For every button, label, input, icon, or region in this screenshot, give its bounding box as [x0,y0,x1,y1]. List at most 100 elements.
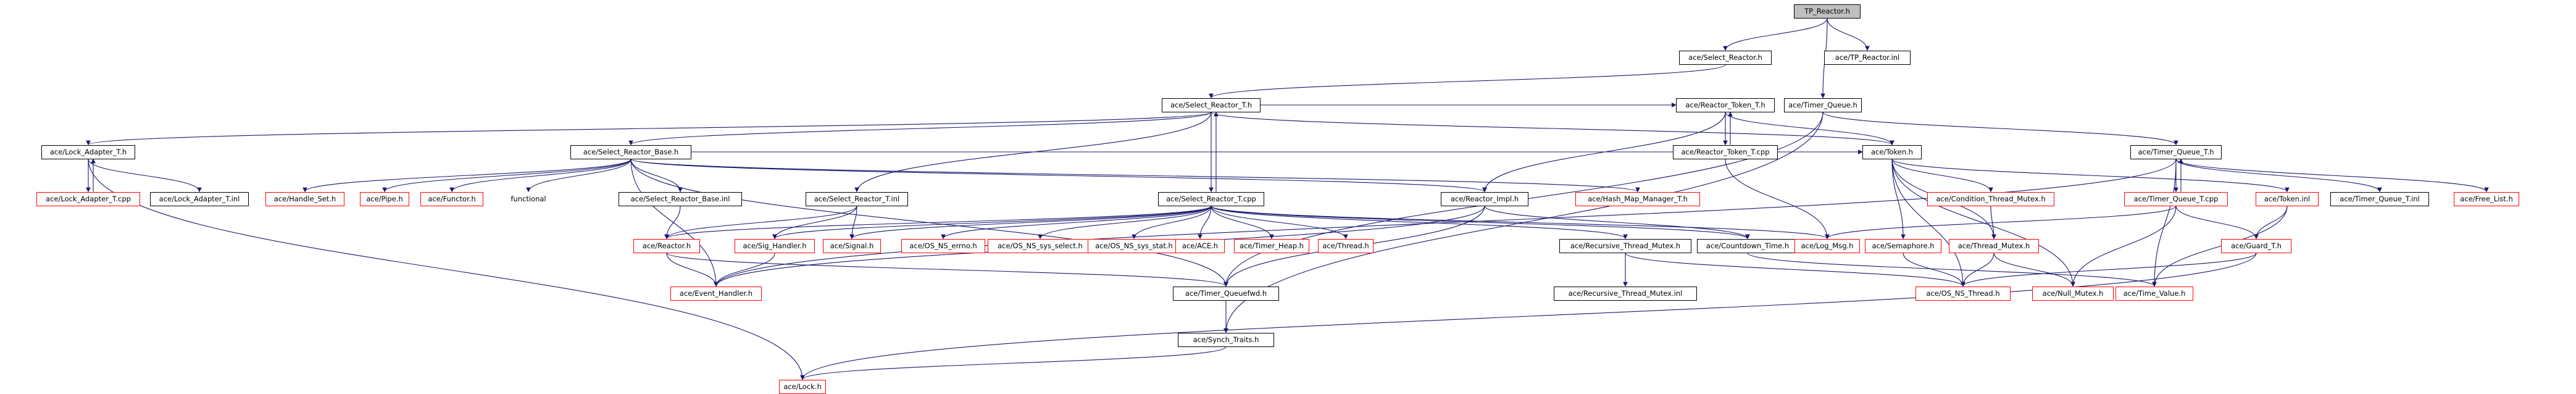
edge-reactor_h-to-timer_queuefwd_h [666,253,1228,287]
node-tp-reactor-inl[interactable]: ace/TP_Reactor.inl [1824,50,1911,65]
node-null-mutex-h[interactable]: ace/Null_Mutex.h [2032,286,2114,301]
edge-timer_queue_t_cpp-to-log_msg_h [1825,206,2177,240]
edge-select_reactor_t_cpp-to-ace_h [1198,206,1212,240]
node-thread-h[interactable]: ace/Thread.h [1318,238,1373,253]
node-os-ns-sys-select-h[interactable]: ace/OS_NS_sys_select.h [988,238,1093,253]
node-functional: functional [503,191,554,206]
node-lock-adapter-t-inl[interactable]: ace/Lock_Adapter_T.inl [150,191,249,206]
node-select-reactor-h[interactable]: ace/Select_Reactor.h [1679,50,1772,65]
node-guard-t-h[interactable]: ace/Guard_T.h [2221,238,2291,253]
edge-select_reactor_t_h-to-token_h [1211,112,1894,146]
edge-select_reactor_t_cpp-to-signal_h [849,206,1212,240]
node-recursive-thread-mutex-h[interactable]: ace/Recursive_Thread_Mutex.h [1559,238,1691,253]
node-pipe-h[interactable]: ace/Pipe.h [360,191,409,206]
node-signal-h[interactable]: ace/Signal.h [823,238,881,253]
edge-semaphore_h-to-os_ns_thread_h [1903,253,1965,287]
node-log-msg-h[interactable]: ace/Log_Msg.h [1794,238,1860,253]
node-tp-reactor-h: TP_Reactor.h [1794,4,1861,19]
edge-timer_queue_t_h-to-free_list_h [2175,159,2489,193]
node-select-reactor-base-h[interactable]: ace/Select_Reactor_Base.h [570,145,691,159]
edge-select_reactor_base_h-to-functional [526,159,631,193]
edge-select_reactor_t_cpp-to-os_ns_sys_stat_h [1132,206,1212,240]
edge-timer_queue_t_h-to-event_handler_h [714,159,2177,287]
node-countdown-time-h[interactable]: ace/Countdown_Time.h [1697,238,1798,253]
node-ace-h[interactable]: ace/ACE.h [1175,238,1225,253]
edge-timer_queue_t_h-to-timer_queue_t_inl [2175,159,2382,193]
node-timer-queue-t-cpp[interactable]: ace/Timer_Queue_T.cpp [2124,191,2228,206]
edge-select_reactor_t_cpp-to-sig_handler_h [772,206,1212,240]
node-reactor-token-t-cpp[interactable]: ace/Reactor_Token_T.cpp [1673,145,1778,159]
edge-token_inl-to-guard_t_h [2254,206,2288,240]
edge-select_reactor_t_cpp-to-os_ns_sys_select_h [1038,206,1212,240]
node-semaphore-h[interactable]: ace/Semaphore.h [1865,238,1941,253]
node-condition-thread-mutex-h[interactable]: ace/Condition_Thread_Mutex.h [1927,191,2054,206]
edge-thread_mutex_h-to-os_ns_thread_h [1961,253,1995,287]
edge-select_reactor_base_h-to-functor_h [449,159,631,193]
edge-timer_queue_t_cpp-to-guard_t_h [2175,206,2259,240]
node-synch-traits-h[interactable]: ace/Synch_Traits.h [1178,332,1274,347]
edge-select_reactor_t_h-to-select_reactor_base_h [628,112,1212,146]
node-select-reactor-t-inl[interactable]: ace/Select_Reactor_T.inl [806,191,908,206]
edge-token_inl-to-time_value_h [2152,206,2288,287]
edge-sig_handler_h-to-event_handler_h [714,253,775,287]
node-handle-set-h[interactable]: ace/Handle_Set.h [265,191,344,206]
edge-thread_mutex_h-to-null_mutex_h [1993,253,2075,287]
edge-reactor_impl_h-to-countdown_time_h [1484,206,1750,240]
node-hash-map-manager-t-h[interactable]: ace/Hash_Map_Manager_T.h [1575,191,1700,206]
edge-select_reactor_base_h-to-reactor_impl_h [630,159,1487,193]
edge-synch_traits_h-to-lock_h [800,346,1227,380]
node-timer-heap-h[interactable]: ace/Timer_Heap.h [1234,238,1309,253]
node-sig-handler-h[interactable]: ace/Sig_Handler.h [735,238,815,253]
edge-select_reactor_t_cpp-to-log_msg_h [1211,206,1830,240]
edge-token_h-to-null_mutex_h [1891,159,2075,287]
edge-timer_queue_h-to-timer_queue_t_h [1822,112,2178,146]
edge-select_reactor_base_h-to-pipe_h [382,159,631,193]
node-timer-queue-h[interactable]: ace/Timer_Queue.h [1784,98,1862,112]
node-timer-queuefwd-h[interactable]: ace/Timer_Queuefwd.h [1173,286,1279,301]
edge-select_reactor_t_cpp-to-recursive_thread_mutex_h [1211,206,1628,240]
node-thread-mutex-h[interactable]: ace/Thread_Mutex.h [1949,238,2039,253]
edge-token_h-to-semaphore_h [1891,159,1906,240]
node-token-inl[interactable]: ace/Token.inl [2256,191,2319,206]
node-select-reactor-base-inl[interactable]: ace/Select_Reactor_Base.inl [619,191,742,206]
edge-select_reactor_t_cpp-to-countdown_time_h [1211,206,1750,240]
edge-select_reactor_t_cpp-to-thread_h [1211,206,1348,240]
node-select-reactor-t-cpp[interactable]: ace/Select_Reactor_T.cpp [1158,191,1264,206]
edge-token_h-to-os_ns_thread_h [1891,159,1965,287]
edge-reactor_token_t_cpp-to-log_msg_h [1725,159,1830,240]
node-reactor-impl-h[interactable]: ace/Reactor_Impl.h [1441,191,1528,206]
edge-guard_t_h-to-os_ns_thread_h [1961,253,2257,287]
node-timer-queue-t-h[interactable]: ace/Timer_Queue_T.h [2130,145,2222,159]
node-os-ns-thread-h[interactable]: ace/OS_NS_Thread.h [1915,286,2011,301]
node-os-ns-errno-h[interactable]: ace/OS_NS_errno.h [901,238,985,253]
edge-select_reactor_t_cpp-to-reactor_h [664,206,1212,240]
node-reactor-token-t-h[interactable]: ace/Reactor_Token_T.h [1676,98,1775,112]
node-timer-queue-t-inl[interactable]: ace/Timer_Queue_T.inl [2330,191,2429,206]
edge-select_reactor_t_h-to-lock_adapter_t_h [86,112,1212,146]
node-select-reactor-t-h[interactable]: ace/Select_Reactor_T.h [1162,98,1261,112]
edge-reactor_token_t_h-to-token_h [1725,112,1894,146]
edge-tp_reactor_h-to-select_reactor_h [1723,18,1828,51]
node-time-value-h[interactable]: ace/Time_Value.h [2115,286,2193,301]
node-reactor-h[interactable]: ace/Reactor.h [633,238,700,253]
edge-select_reactor_t_inl-to-reactor_h [664,206,857,240]
node-functor-h[interactable]: ace/Functor.h [420,191,483,206]
node-recursive-thread-mutex-inl[interactable]: ace/Recursive_Thread_Mutex.inl [1554,286,1697,301]
node-free-list-h[interactable]: ace/Free_List.h [2454,191,2519,206]
edge-countdown_time_h-to-time_value_h [1747,253,2157,287]
node-lock-h[interactable]: ace/Lock.h [779,379,826,394]
edge-select_reactor_base_h-to-select_reactor_base_inl [630,159,683,193]
node-lock-adapter-t-h[interactable]: ace/Lock_Adapter_T.h [41,145,135,159]
node-token-h[interactable]: ace/Token.h [1862,145,1922,159]
edge-select_reactor_t_cpp-to-os_ns_errno_h [941,206,1212,240]
node-event-handler-h[interactable]: ace/Event_Handler.h [670,286,762,301]
edge-select_reactor_t_inl-to-sig_handler_h [772,206,857,240]
node-os-ns-sys-stat-h[interactable]: ace/OS_NS_sys_stat.h [1088,238,1180,253]
node-lock-adapter-t-cpp[interactable]: ace/Lock_Adapter_T.cpp [36,191,140,206]
edge-reactor_h-to-event_handler_h [666,253,719,287]
edge-select_reactor_t_cpp-to-timer_heap_h [1211,206,1274,240]
edge-select_reactor_base_h-to-hash_map_manager_t_h [630,159,1640,193]
edge-token_h-to-condition_thread_mutex_h [1891,159,1993,193]
edge-tp_reactor_h-to-tp_reactor_inl [1827,18,1870,51]
edge-timer_queue_t_h-to-time_value_h [2152,159,2177,287]
